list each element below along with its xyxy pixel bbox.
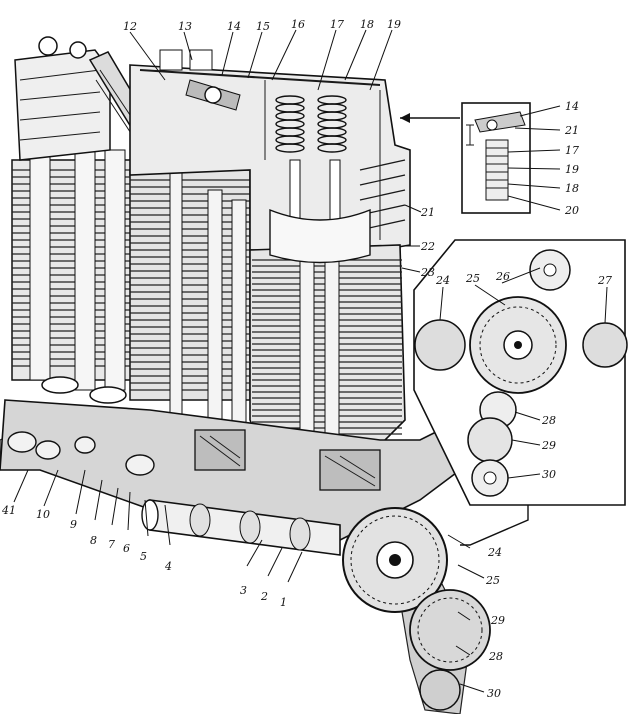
callout-leaders xyxy=(13,29,608,693)
valve-spring-coil xyxy=(317,143,347,153)
callout-18: 18 xyxy=(360,18,374,31)
callout-labels-valve-inset: 14 21 17 19 18 20 xyxy=(564,100,579,217)
centre-cylinder-block xyxy=(129,99,251,521)
callout-4: 4 xyxy=(164,560,172,573)
inset-callout-17: 17 xyxy=(565,144,579,157)
gear-callout-26: 26 xyxy=(495,270,510,283)
callout-22: 22 xyxy=(420,240,435,253)
engine-drawing xyxy=(0,36,529,714)
callout-9: 9 xyxy=(70,518,77,531)
callout-19: 19 xyxy=(387,18,401,31)
callout-13: 13 xyxy=(178,20,192,33)
inset-callout-20: 20 xyxy=(564,204,579,217)
callout-6: 6 xyxy=(123,542,130,555)
inset-callout-14: 14 xyxy=(565,100,579,113)
callout-21: 21 xyxy=(420,206,435,219)
callout-labels-gear-inset: 24 25 26 27 28 29 30 xyxy=(435,270,612,481)
left-fittings xyxy=(7,431,155,476)
inset-connector-gears xyxy=(460,505,529,546)
left-cylinder-block xyxy=(11,149,138,404)
callout-3: 3 xyxy=(240,584,247,597)
callout-17: 17 xyxy=(330,18,344,31)
gear-callout-29: 29 xyxy=(541,439,556,452)
inset-callout-19: 19 xyxy=(565,163,579,176)
gear-callout-27: 27 xyxy=(597,274,612,287)
callout-14: 14 xyxy=(227,20,241,33)
valve-spring-coil xyxy=(275,143,305,153)
callout-15: 15 xyxy=(256,20,270,33)
camshaft xyxy=(141,499,341,556)
gear-callout-30: 30 xyxy=(542,468,556,481)
gear-callout-28: 28 xyxy=(541,414,556,427)
timing-gear-lower xyxy=(409,589,491,711)
callout-25: 25 xyxy=(485,574,500,587)
timing-gears-inset xyxy=(413,239,628,506)
callout-7: 7 xyxy=(108,538,115,551)
callout-29: 29 xyxy=(490,614,505,627)
gear-callout-25: 25 xyxy=(465,272,480,285)
valve-detail-inset xyxy=(461,102,531,214)
right-cylinder-block xyxy=(249,208,406,531)
inset-callout-18: 18 xyxy=(565,182,579,195)
callout-5: 5 xyxy=(140,550,147,563)
callout-16: 16 xyxy=(291,18,305,31)
callout-24: 24 xyxy=(487,546,502,559)
callout-28: 28 xyxy=(488,650,503,663)
callout-41: 41 xyxy=(1,504,16,517)
timing-gear-large xyxy=(342,507,448,613)
callout-1: 1 xyxy=(280,596,287,609)
callout-30: 30 xyxy=(487,687,501,700)
callout-8: 8 xyxy=(90,534,97,547)
gear-callout-24: 24 xyxy=(435,274,450,287)
callout-12: 12 xyxy=(123,20,137,33)
centre-cylinder-head xyxy=(129,49,411,251)
inset-arrow-valve-head xyxy=(400,113,410,123)
crankcase xyxy=(0,399,462,546)
callout-labels-main: 12 13 14 15 16 17 18 19 21 22 23 24 25 2… xyxy=(1,18,505,700)
callout-10: 10 xyxy=(36,508,50,521)
callout-2: 2 xyxy=(260,590,268,603)
inset-callout-21: 21 xyxy=(564,124,579,137)
callout-23: 23 xyxy=(420,266,435,279)
